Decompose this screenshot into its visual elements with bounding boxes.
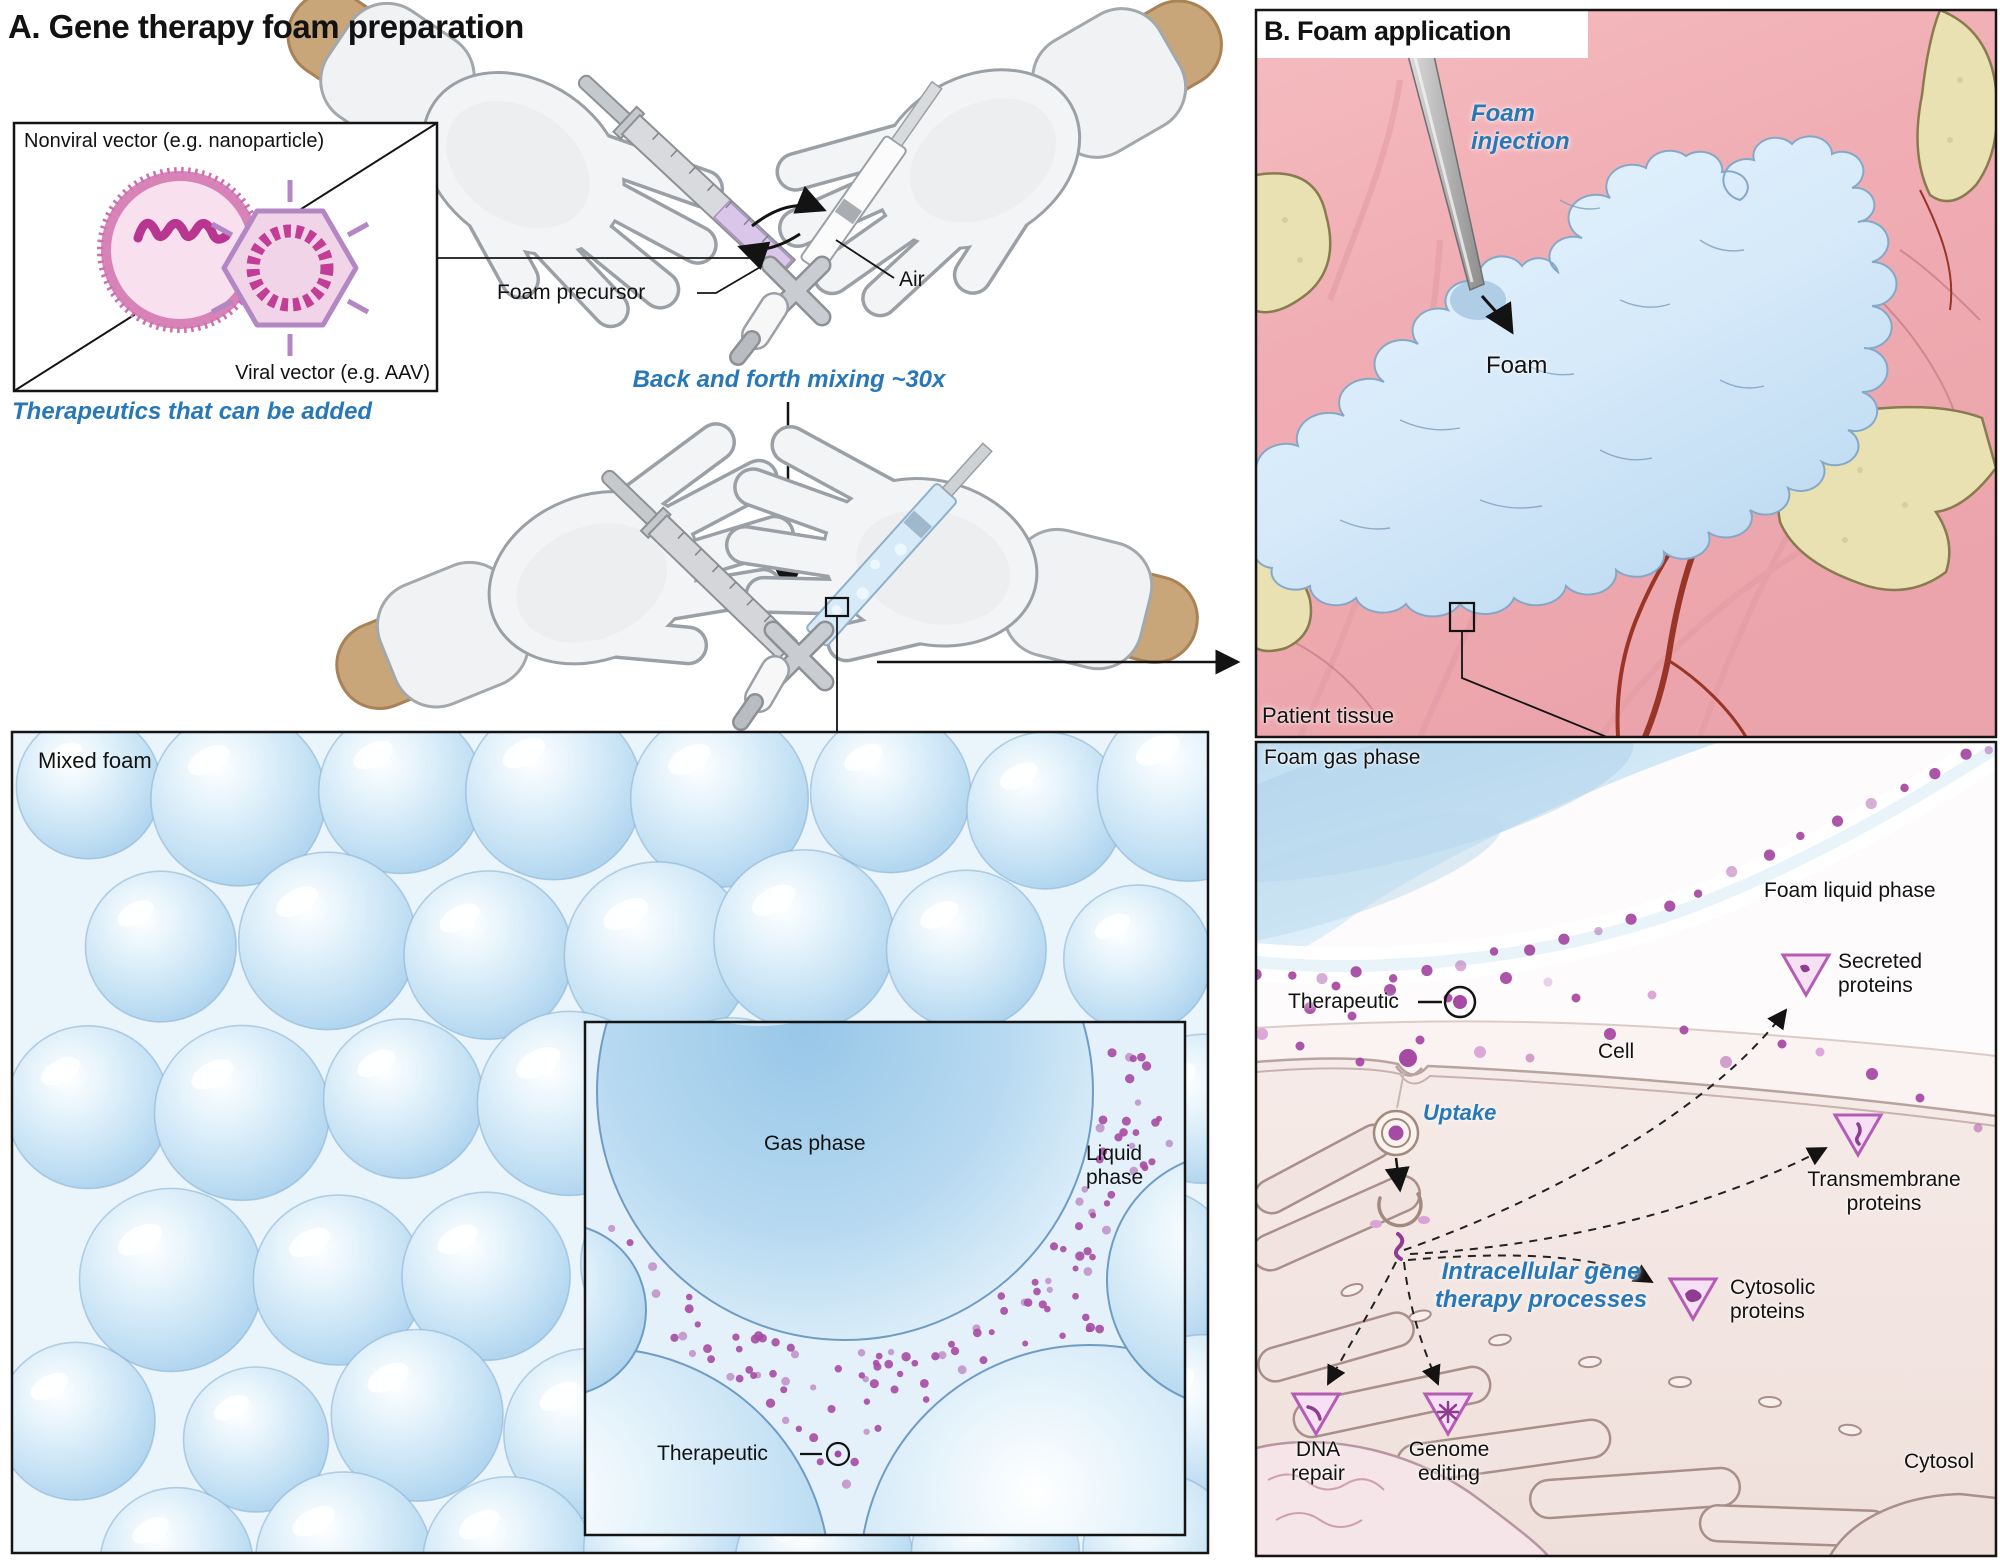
inset-bubbles [585,1022,1185,1535]
injected-foam [1256,135,1898,618]
cell-label: Cell [1598,1040,1635,1063]
panel-b-graphics [1256,10,1996,737]
therapeutic-dots [608,1048,1174,1489]
glove-right-hand-2 [722,437,1216,724]
foam-liquid-phase-label: Foam liquid phase [1764,879,1936,902]
glove-right-hand-1 [772,0,1264,339]
liquid-phase-label: Liquid phase [1086,1142,1144,1190]
uptake-sequence [1370,1049,1430,1261]
cell-interior [1256,1058,1996,1556]
fat-texture [1282,77,1963,543]
dna-repair-icon [1291,1392,1341,1436]
foam-precursor-leader [697,265,763,294]
aav-icon [210,180,370,356]
foam-gas-phase-label: Foam gas phase [1264,746,1421,769]
cytosol-label: Cytosol [1904,1450,1975,1473]
panel-a-title: A. Gene therapy foam preparation [8,8,524,45]
gas-phase-label: Gas phase [764,1132,866,1155]
foam-sample-callout [824,596,850,731]
therapeutic-cell-label: Therapeutic [1288,990,1399,1013]
air-label: Air [899,268,925,291]
genome-editing-label: Genome editing [1408,1438,1490,1486]
secreted-proteins-label: Secreted proteins [1838,950,1923,998]
foam-injection-label: Foam injection [1471,100,1570,155]
secreted-proteins-icon [1781,953,1831,997]
patient-tissue-label: Patient tissue [1262,703,1395,728]
cytosolic-proteins-label: Cytosolic proteins [1730,1276,1816,1324]
mixing-label: Back and forth mixing ~30x [632,366,946,393]
panel-b-title-chip [1256,10,1588,58]
dna-repair-label: DNA repair [1291,1438,1345,1486]
transmembrane-proteins-label: Transmembrane proteins [1807,1168,1961,1216]
syringe-mixed-left [601,469,798,661]
tissue-callout [1448,601,1610,737]
nuclear-pores [1340,1282,1862,1437]
stopcock-icon-2 [732,620,835,731]
panel-b-title: B. Foam application [1264,16,1512,46]
panel-a-graphics [12,0,1264,771]
syringe-mixed-foam [806,442,993,647]
nonviral-vector-label: Nonviral vector (e.g. nanoparticle) [24,130,325,152]
organelles [1256,1123,1892,1548]
needle-flow-arrow [1480,295,1514,335]
cell-panel-graphics [1256,742,1996,1556]
foam-precursor-label: Foam precursor [497,281,646,304]
injection-needle-icon [1395,10,1485,292]
foam-gas-region [1256,742,1720,968]
nucleus [1256,1440,1996,1556]
mixing-arrows-icon [737,185,827,270]
uptake-label: Uptake [1423,1100,1497,1125]
panel-borders [10,8,1998,1558]
genome-editing-icon [1423,1392,1473,1436]
foam-structure-inset [585,1022,1185,1535]
therapeutic-legend [1418,985,1477,1019]
inset-annotations [583,1020,1187,1537]
therapeutic-inset-label: Therapeutic [657,1442,768,1465]
air-leader [835,239,895,279]
inset-vectors-box [12,121,439,393]
viral-vector-label: Viral vector (e.g. AAV) [235,362,430,384]
stopcock-icon [729,255,832,366]
intracellular-label: Intracellular gene therapy processes [1434,1258,1648,1313]
transmembrane-proteins-icon [1833,1113,1883,1157]
foam-label: Foam [1486,352,1548,379]
therapeutics-label: Therapeutics that can be added [12,398,373,425]
mixed-foam-label: Mixed foam [38,748,152,773]
precursor-dot [753,253,763,263]
process-arrows [1327,1008,1828,1386]
cytosolic-proteins-icon [1668,1277,1718,1321]
